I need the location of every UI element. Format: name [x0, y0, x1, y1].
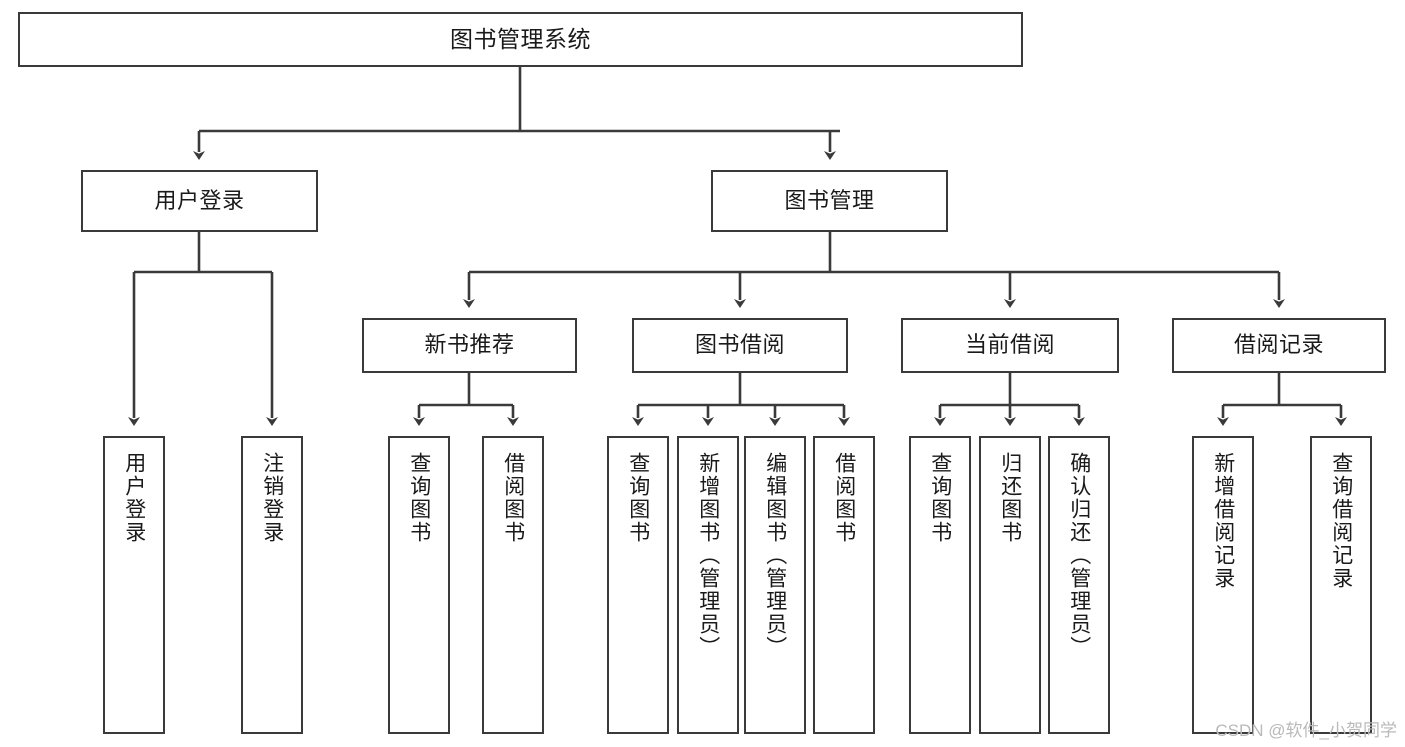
- node-label: 新增借阅记录: [1211, 452, 1235, 590]
- node-label: 当前借阅: [964, 332, 1055, 358]
- node-root-system[interactable]: 图书管理系统: [18, 12, 1023, 67]
- node-label: 查询图书: [407, 452, 431, 544]
- node-label: 归还图书: [998, 452, 1022, 544]
- node-label: 编辑图书（管理员）: [763, 452, 787, 659]
- node-label: 查询图书: [626, 452, 650, 544]
- node-label: 图书管理: [784, 187, 875, 213]
- leaf-current-query-book[interactable]: 查询图书: [909, 436, 971, 734]
- leaf-borrow-query-book[interactable]: 查询图书: [607, 436, 669, 734]
- node-borrow-record[interactable]: 借阅记录: [1172, 318, 1386, 373]
- leaf-borrow-edit-book-admin[interactable]: 编辑图书（管理员）: [744, 436, 806, 734]
- node-label: 查询图书: [928, 452, 952, 544]
- leaf-current-return-book[interactable]: 归还图书: [979, 436, 1041, 734]
- node-book-management[interactable]: 图书管理: [711, 170, 948, 232]
- node-book-borrow[interactable]: 图书借阅: [632, 318, 848, 373]
- leaf-borrow-borrow-book[interactable]: 借阅图书: [813, 436, 875, 734]
- leaf-recommend-query-book[interactable]: 查询图书: [388, 436, 450, 734]
- node-label: 借阅图书: [832, 452, 856, 544]
- node-label: 用户登录: [154, 187, 245, 213]
- node-label: 确认归还（管理员）: [1067, 452, 1091, 659]
- node-new-book-recommend[interactable]: 新书推荐: [362, 318, 577, 373]
- node-label: 图书管理系统: [450, 25, 591, 52]
- leaf-recommend-borrow-book[interactable]: 借阅图书: [482, 436, 544, 734]
- leaf-user-login-signout[interactable]: 注销登录: [241, 436, 303, 734]
- node-label: 借阅图书: [501, 452, 525, 544]
- node-current-borrow[interactable]: 当前借阅: [901, 318, 1119, 373]
- node-label: 新书推荐: [424, 332, 515, 358]
- node-label: 用户登录: [122, 452, 146, 544]
- leaf-user-login-signin[interactable]: 用户登录: [103, 436, 165, 734]
- node-user-login[interactable]: 用户登录: [81, 170, 318, 232]
- node-label: 新增图书（管理员）: [696, 452, 720, 659]
- csdn-watermark: CSDN @软件_小贺同学: [1215, 721, 1397, 740]
- leaf-borrow-add-book-admin[interactable]: 新增图书（管理员）: [677, 436, 739, 734]
- leaf-record-add-record[interactable]: 新增借阅记录: [1192, 436, 1254, 734]
- node-label: 查询借阅记录: [1329, 452, 1353, 590]
- leaf-record-query-record[interactable]: 查询借阅记录: [1310, 436, 1372, 734]
- node-label: 图书借阅: [694, 332, 785, 358]
- leaf-current-confirm-return-admin[interactable]: 确认归还（管理员）: [1048, 436, 1110, 734]
- node-label: 注销登录: [260, 452, 284, 544]
- node-label: 借阅记录: [1233, 332, 1324, 358]
